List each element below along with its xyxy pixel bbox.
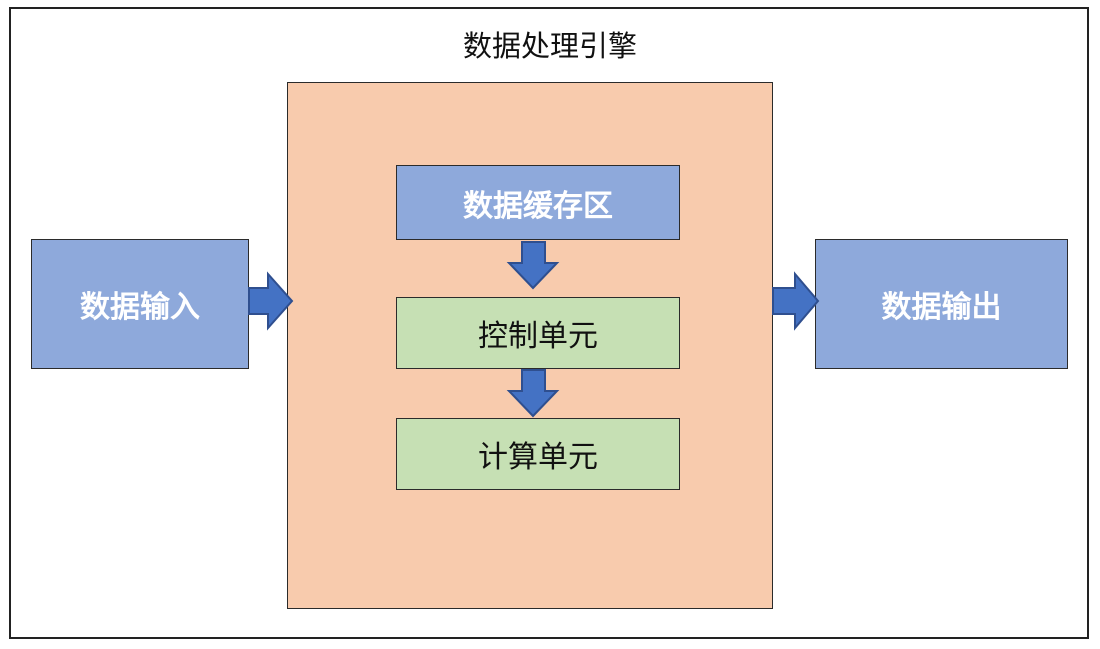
data-buffer-box: 数据缓存区 [396, 165, 680, 240]
data-output-label: 数据输出 [881, 290, 1002, 325]
engine-title: 数据处理引擎 [462, 29, 637, 63]
control-unit-label: 控制单元 [478, 319, 598, 354]
data-input-label: 数据输入 [80, 290, 200, 325]
control-unit-box: 控制单元 [396, 297, 680, 369]
compute-unit-label: 计算单元 [478, 440, 598, 475]
data-output-box: 数据输出 [815, 239, 1068, 369]
compute-unit-box: 计算单元 [396, 418, 680, 490]
data-input-box: 数据输入 [31, 239, 249, 369]
data-buffer-label: 数据缓存区 [463, 188, 613, 224]
